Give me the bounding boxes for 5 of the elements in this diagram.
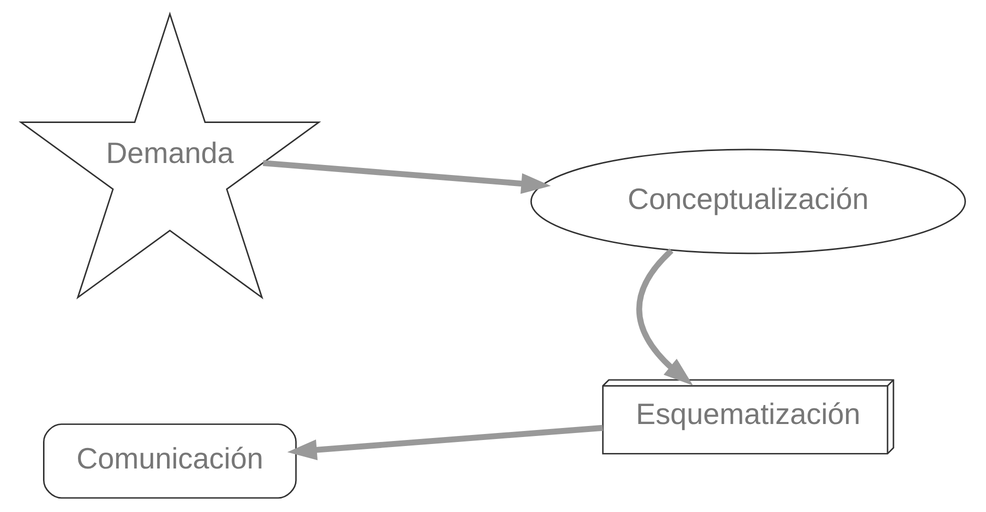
node-box: Comunicación	[43, 423, 297, 499]
arrow	[636, 248, 694, 386]
arrow	[287, 424, 604, 460]
arrow	[262, 160, 551, 194]
node-ellipse: Conceptualización	[530, 148, 966, 254]
